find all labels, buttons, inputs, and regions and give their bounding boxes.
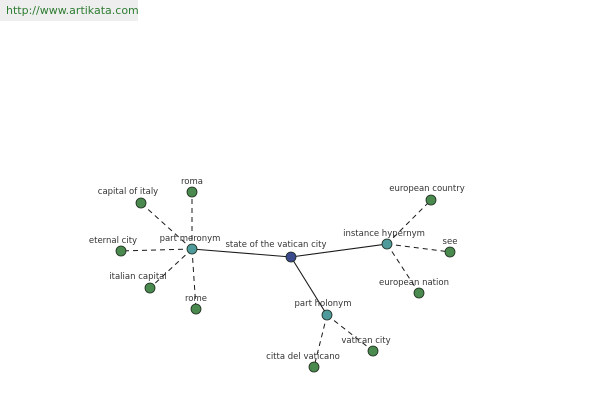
- graph-edges: [120, 192, 451, 368]
- edge-meronym-italian_capital: [149, 248, 193, 289]
- leaf-node-italian-capital[interactable]: [144, 282, 156, 294]
- relation-label-hypernym: instance hypernym: [343, 229, 425, 239]
- edge-hypernym-see: [386, 243, 451, 253]
- url-banner: http://www.artikata.com: [0, 0, 139, 21]
- leaf-label-european-nation: european nation: [379, 278, 449, 288]
- leaf-node-eternal-city[interactable]: [115, 245, 127, 257]
- leaf-node-vatican-city[interactable]: [367, 345, 379, 357]
- edge-holonym-vatican_city: [326, 314, 374, 352]
- site-url-link[interactable]: http://www.artikata.com: [6, 4, 139, 17]
- center-node[interactable]: [285, 251, 297, 263]
- relation-node-hypernym[interactable]: [381, 238, 393, 250]
- leaf-label-capital-of-italy: capital of italy: [98, 187, 158, 197]
- center-node-label: state of the vatican city: [225, 240, 326, 250]
- edge-center-meronym: [191, 248, 292, 258]
- edge-hypernym-european_country: [386, 199, 432, 245]
- leaf-label-italian-capital: italian capital: [109, 272, 166, 282]
- leaf-label-citta-del-vaticano: citta del vaticano: [266, 352, 340, 362]
- edge-center-holonym: [290, 256, 328, 316]
- leaf-node-capital-of-italy[interactable]: [135, 197, 147, 209]
- edge-hypernym-european_nation: [386, 243, 420, 294]
- relation-node-meronym[interactable]: [186, 243, 198, 255]
- edge-meronym-eternal_city: [120, 248, 193, 252]
- leaf-node-roma[interactable]: [186, 186, 198, 198]
- graph-labels: state of the vatican city part meronym ins…: [89, 177, 465, 362]
- leaf-node-european-nation[interactable]: [413, 287, 425, 299]
- relation-label-holonym: part holonym: [295, 299, 352, 309]
- leaf-node-citta-del-vaticano[interactable]: [308, 361, 320, 373]
- leaf-node-european-country[interactable]: [425, 194, 437, 206]
- edge-center-hypernym: [290, 243, 388, 258]
- leaf-label-eternal-city: eternal city: [89, 236, 137, 246]
- leaf-label-european-country: european country: [389, 184, 465, 194]
- graph-nodes: [115, 186, 456, 373]
- leaf-label-roma: roma: [181, 177, 203, 187]
- edge-meronym-rome: [191, 248, 197, 310]
- relation-label-meronym: part meronym: [160, 234, 221, 244]
- leaf-label-rome: rome: [185, 294, 207, 304]
- leaf-label-see: see: [443, 237, 458, 247]
- edge-meronym-capital_of_italy: [140, 202, 193, 250]
- relation-node-holonym[interactable]: [321, 309, 333, 321]
- leaf-node-rome[interactable]: [190, 303, 202, 315]
- leaf-node-see[interactable]: [444, 246, 456, 258]
- leaf-label-vatican-city: vatican city: [341, 336, 390, 346]
